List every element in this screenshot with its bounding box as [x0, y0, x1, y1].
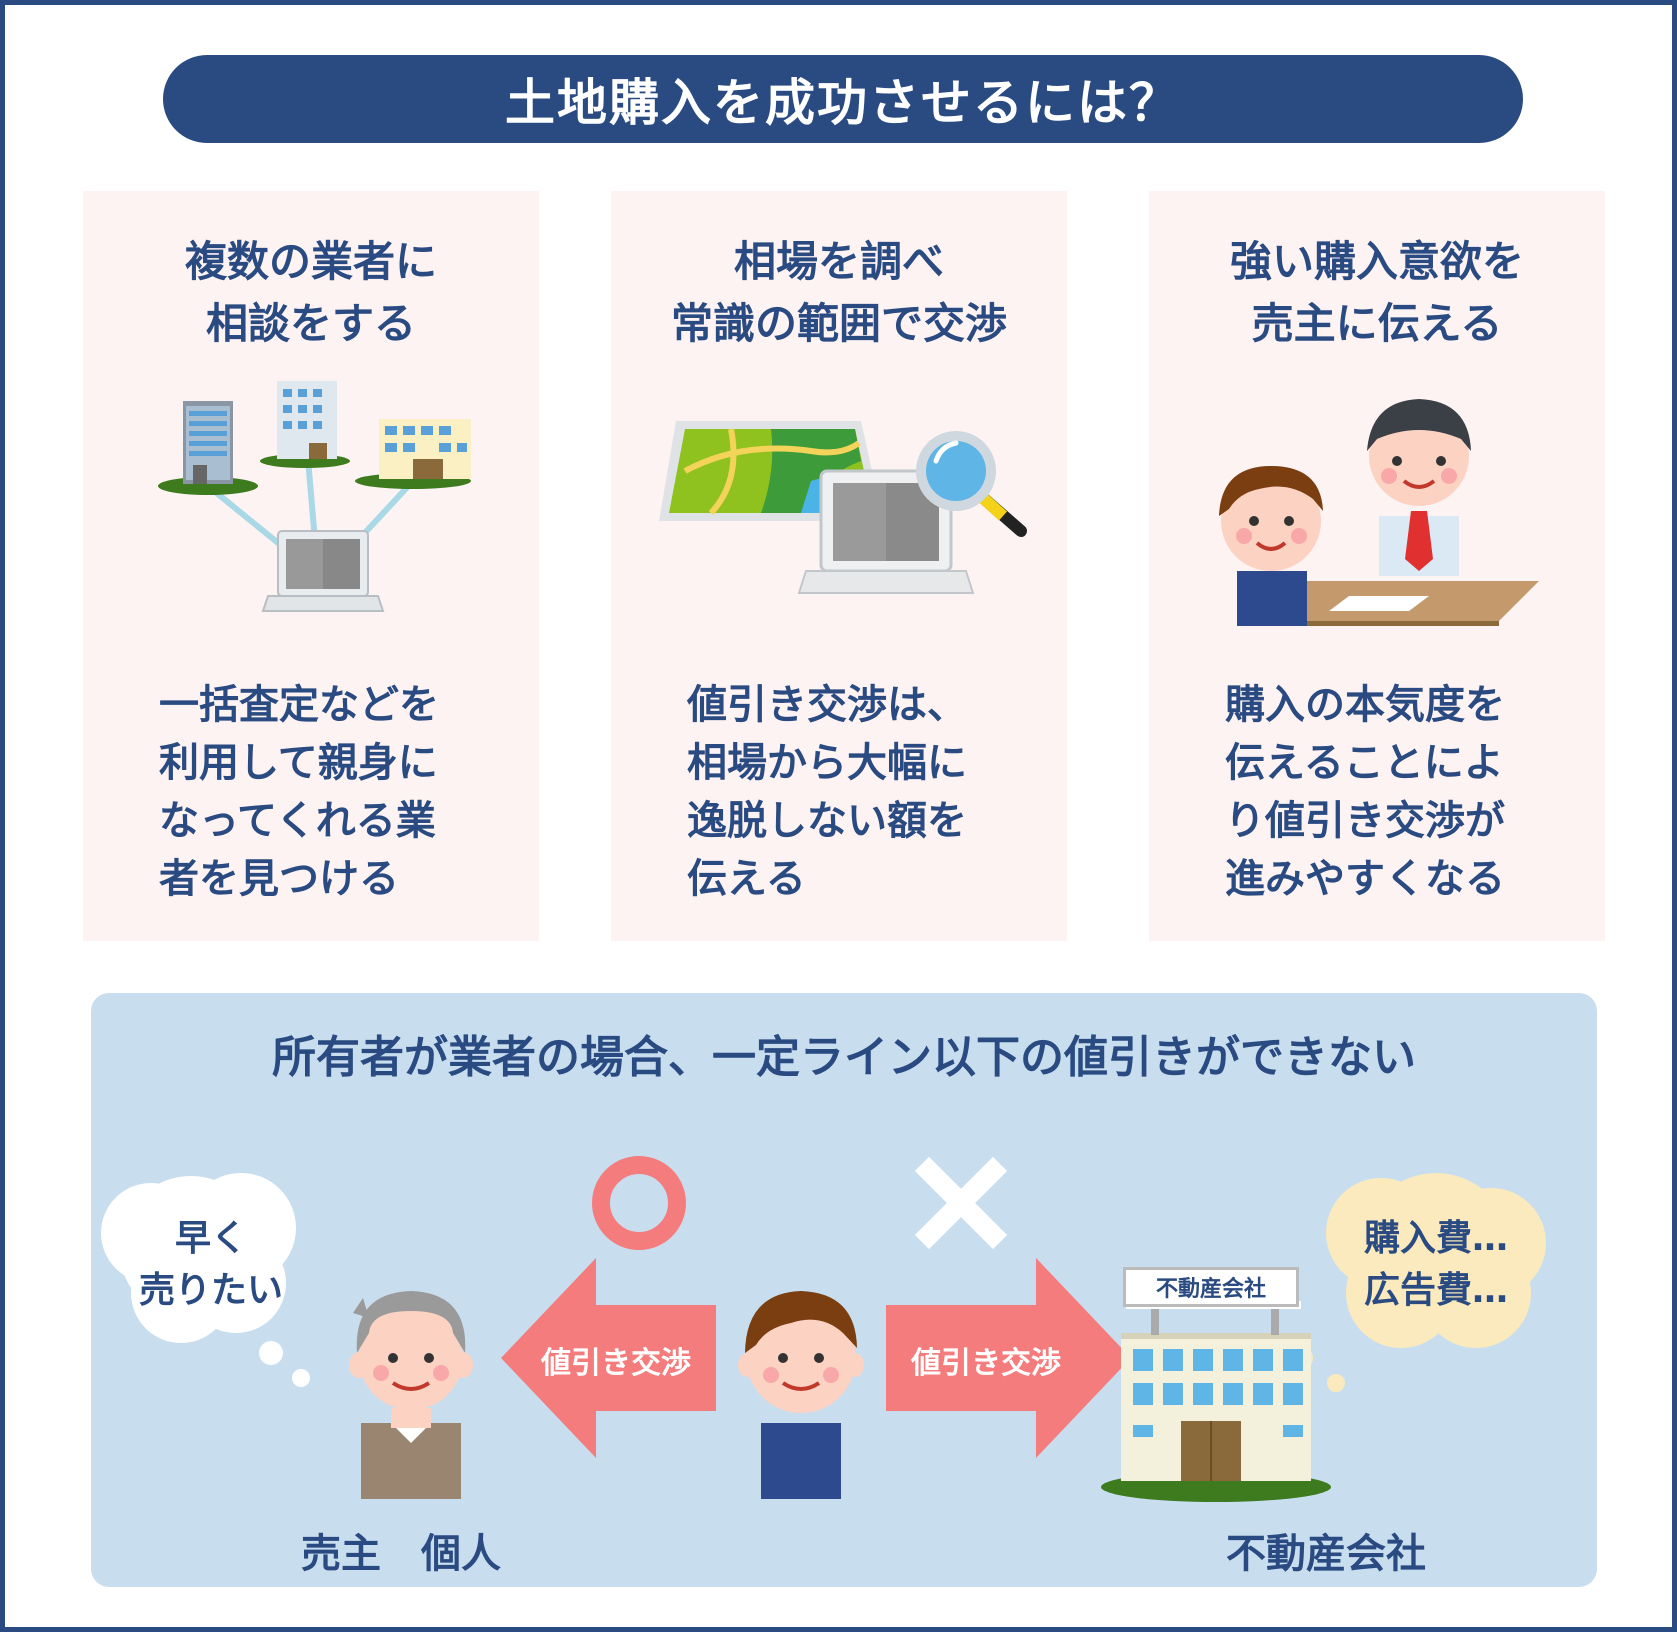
ng-cross-icon [914, 1156, 1008, 1250]
seller-bubble-text: 早く 売りたい [138, 1218, 283, 1311]
dealer-owner-panel: 所有者が業者の場合、一定ライン以下の値引きができない [91, 993, 1597, 1587]
card-heading: 相場を調べ 常識の範囲で交渉 [670, 237, 1007, 348]
company-sign-text: 不動産会社 [1155, 1277, 1266, 1302]
customer-agent-meeting-icon [1149, 381, 1605, 651]
arrow-right-icon [886, 1258, 1131, 1458]
company-sign: 不動産会社 [1123, 1267, 1299, 1307]
arrow-right-label: 値引き交渉 [911, 1346, 1061, 1381]
buyer-boy-icon [738, 1291, 864, 1499]
card-heading: 複数の業者に 相談をする [184, 237, 437, 348]
tip-card-multiple-agents: 複数の業者に 相談をする [83, 191, 539, 941]
company-thought-bubble [1289, 1173, 1546, 1392]
card-body: 値引き交渉は、 相場から大幅に 逸脱しない額を 伝える [687, 682, 967, 902]
elderly-seller-icon [349, 1291, 473, 1499]
panel-heading: 所有者が業者の場合、一定ライン以下の値引きができない [272, 1032, 1416, 1083]
arrow-left-icon [501, 1258, 716, 1458]
page-title: 土地購入を成功させるには？ [163, 55, 1523, 143]
real-estate-company-building-icon [1101, 1301, 1331, 1502]
buildings-network-icon [83, 381, 539, 651]
seller-thought-bubble [101, 1173, 310, 1387]
seller-label: 売主 個人 [301, 1531, 501, 1577]
company-bubble-text: 購入費… 広告費… [1363, 1218, 1508, 1311]
arrow-left-label: 値引き交渉 [541, 1346, 691, 1381]
tip-card-market-research: 相場を調べ 常識の範囲で交渉 [611, 191, 1067, 941]
card-body: 一括査定などを 利用して親身に なってくれる業 者を見つける [159, 682, 439, 902]
map-laptop-search-icon [611, 381, 1067, 651]
ok-circle-icon [592, 1156, 686, 1250]
card-body: 購入の本気度を 伝えることによ り値引き交渉が 進みやすくなる [1225, 682, 1505, 902]
tip-card-strong-intent: 強い購入意欲を 売主に伝える [1149, 191, 1605, 941]
company-label: 不動産会社 [1226, 1531, 1426, 1577]
card-heading: 強い購入意欲を 売主に伝える [1229, 237, 1524, 348]
